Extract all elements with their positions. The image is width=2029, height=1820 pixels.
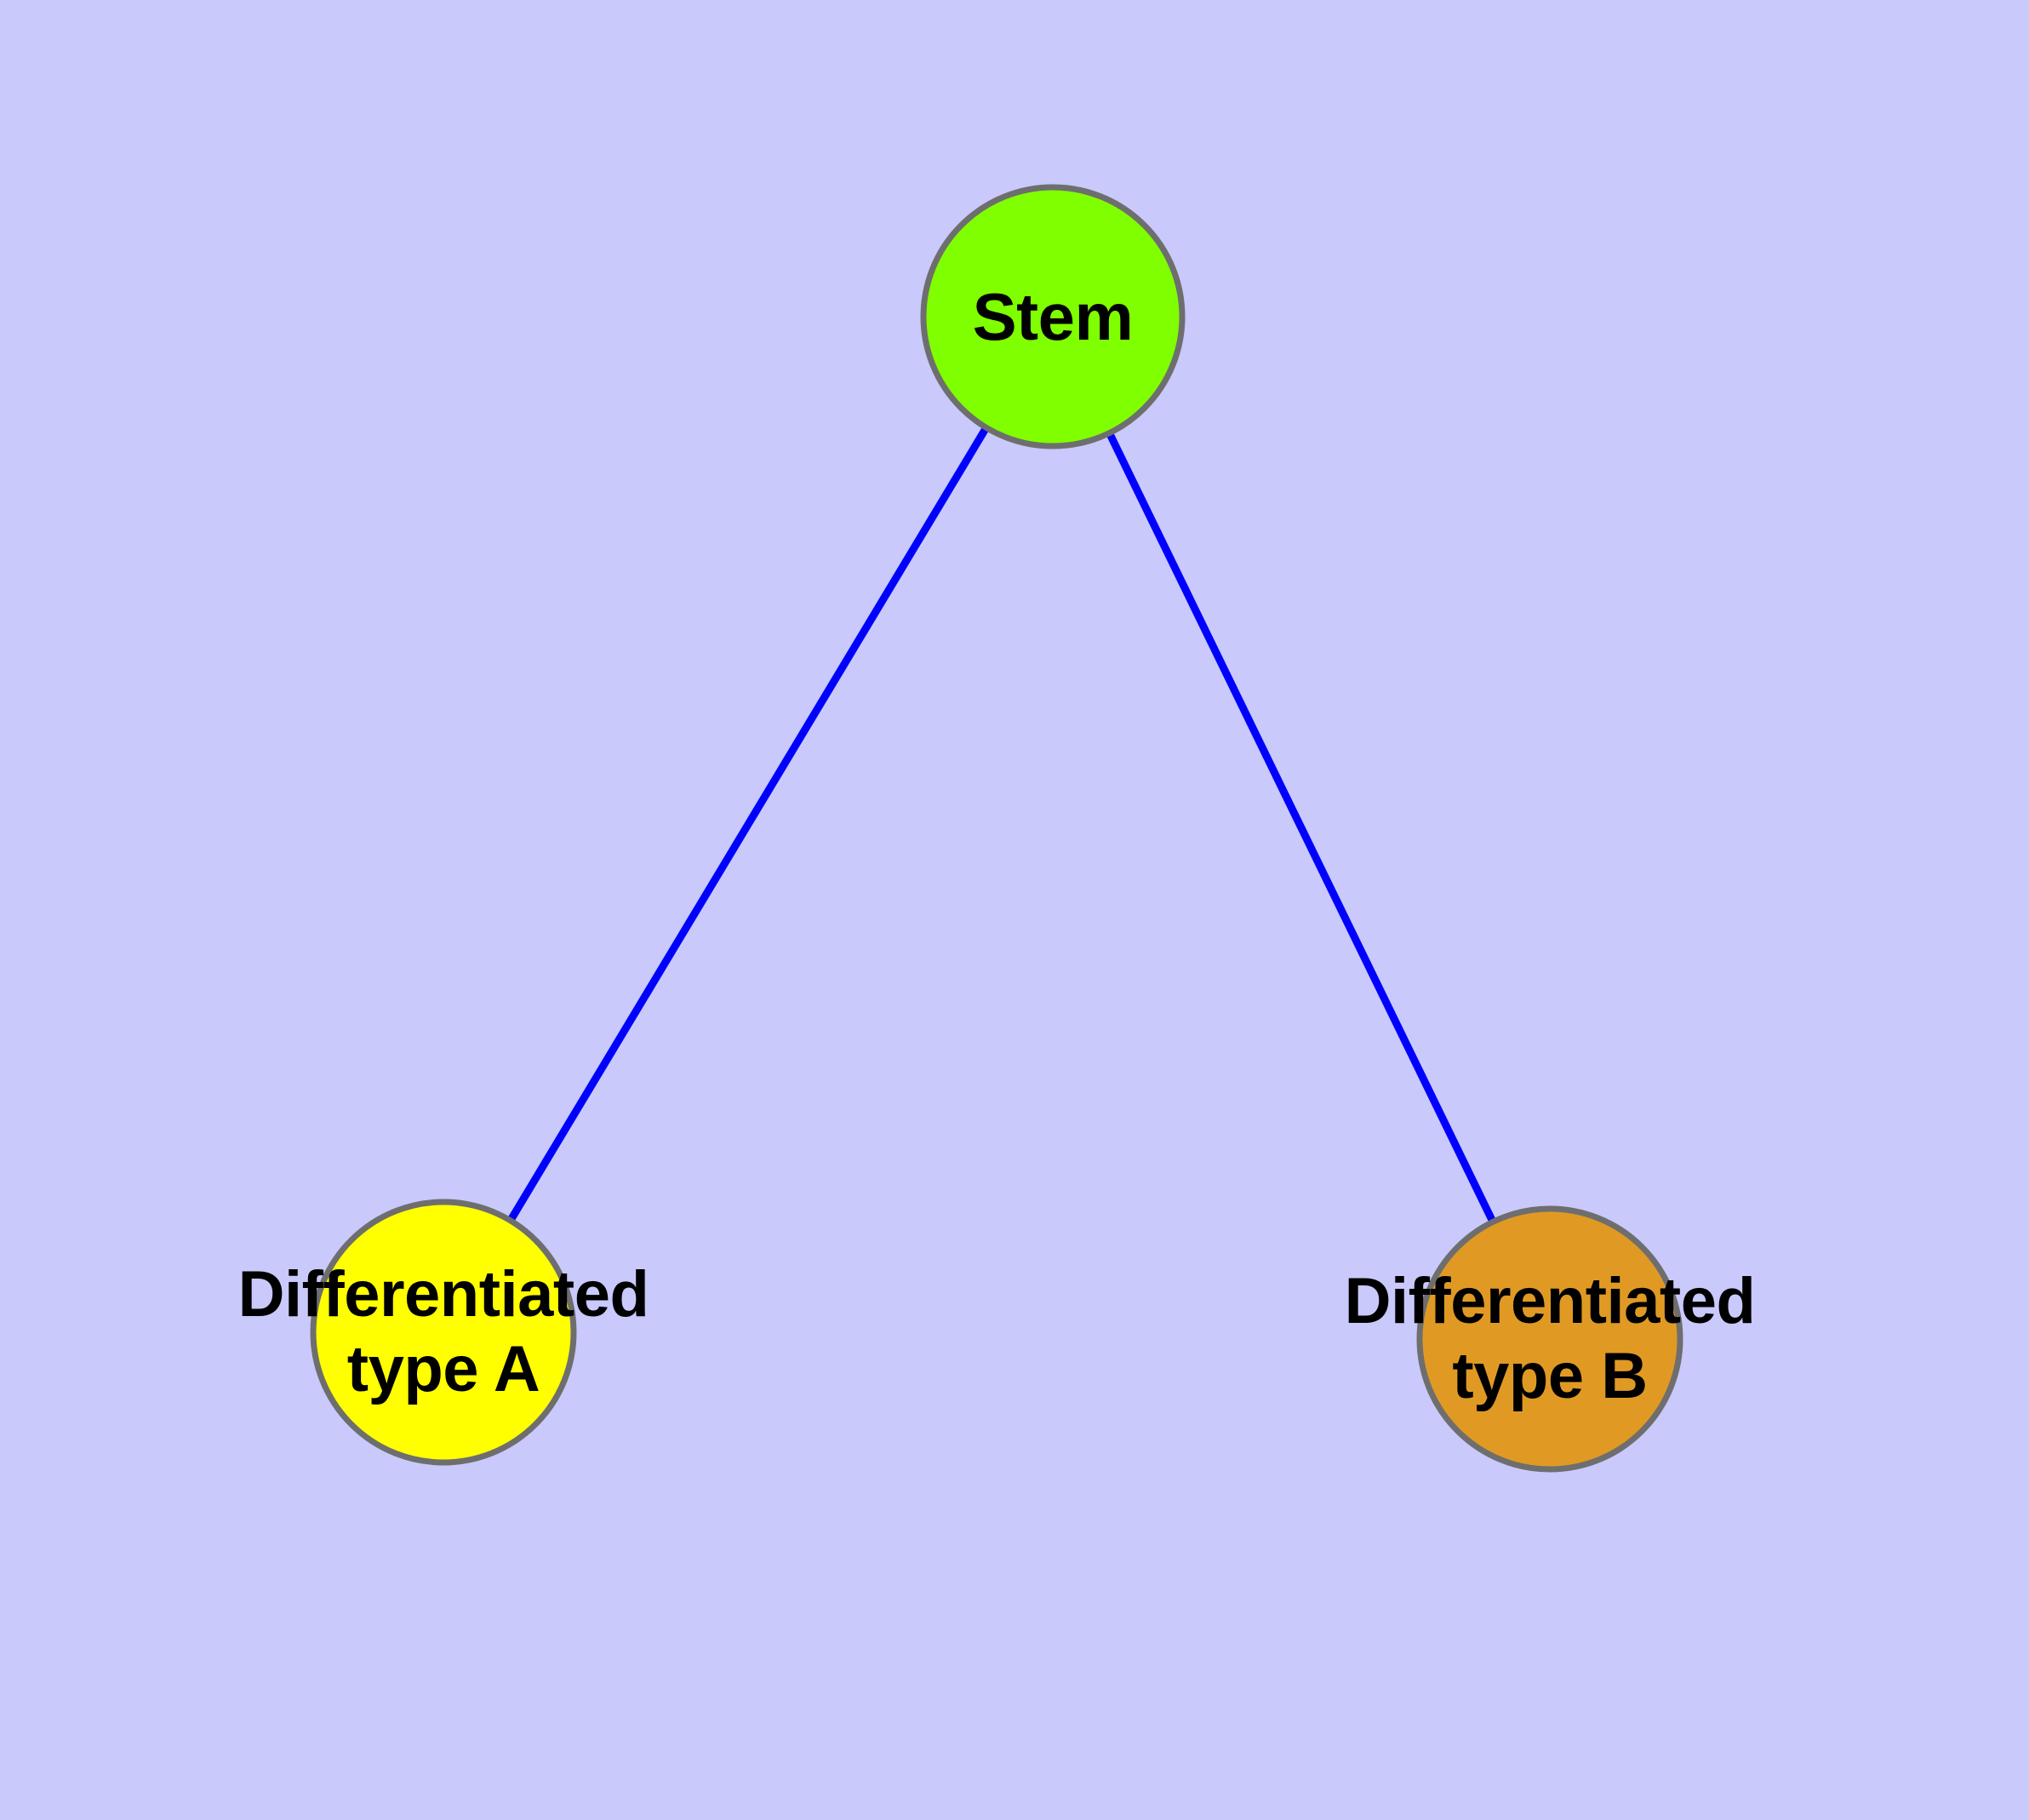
node-diff-a-circle[interactable]: [310, 1199, 577, 1466]
node-stem-circle[interactable]: [920, 184, 1186, 449]
edge-layer: [440, 314, 1554, 1341]
edge-stem-to-diff-b[interactable]: [1049, 315, 1554, 1341]
node-layer: [310, 184, 1683, 1473]
node-diff-b-circle[interactable]: [1416, 1205, 1683, 1473]
edge-stem-to-diff-a[interactable]: [440, 314, 1056, 1335]
